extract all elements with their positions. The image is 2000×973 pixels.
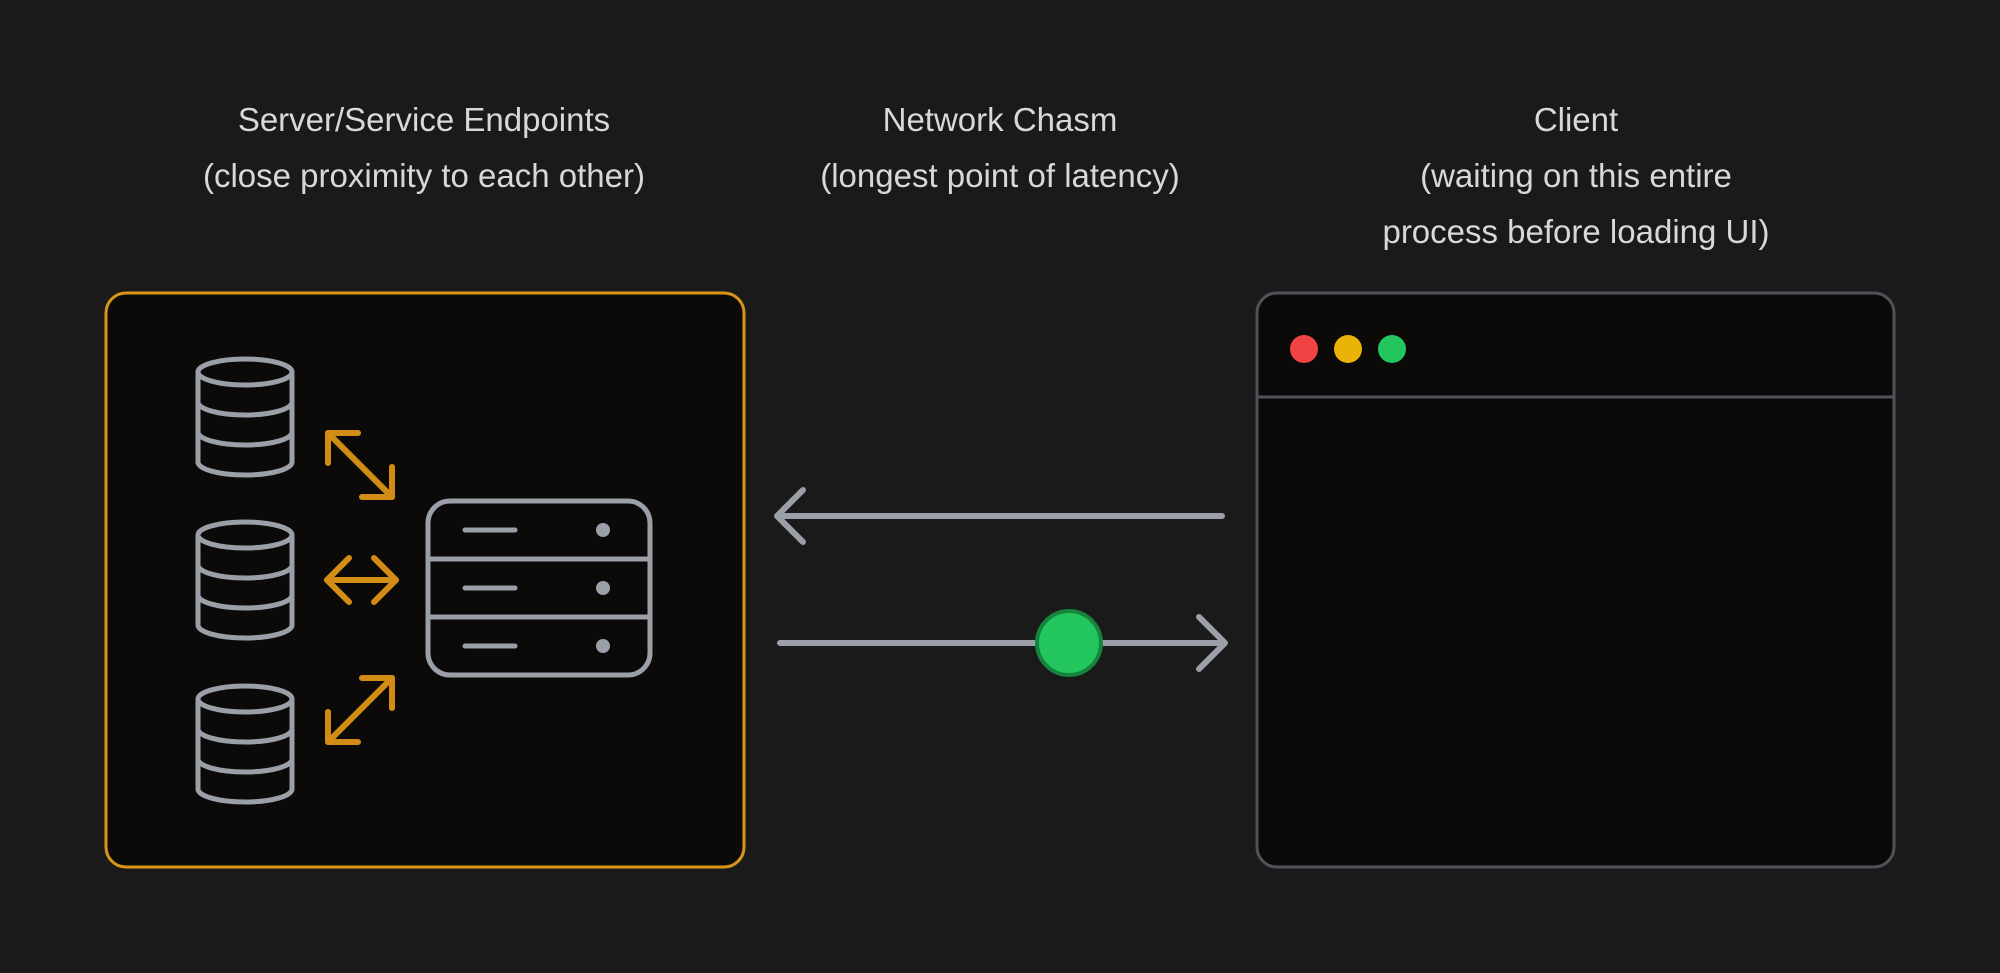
network-chasm-title: Network Chasm bbox=[882, 101, 1118, 138]
client-subtitle-line1: (waiting on this entire bbox=[1420, 157, 1732, 194]
maximize-dot bbox=[1378, 335, 1406, 363]
data-packet-icon bbox=[1035, 609, 1103, 677]
request-arrow-right-icon bbox=[777, 614, 1228, 672]
network-chasm-subtitle: (longest point of latency) bbox=[820, 157, 1180, 194]
client-browser-window bbox=[1255, 291, 1896, 869]
client-title: Client bbox=[1533, 101, 1619, 138]
close-dot bbox=[1290, 335, 1318, 363]
server-endpoints-title: Server/Service Endpoints bbox=[237, 101, 611, 138]
client-subtitle-line2: process before loading UI) bbox=[1382, 213, 1770, 250]
horizontal-double-arrow-icon bbox=[324, 555, 399, 605]
server-endpoints-panel bbox=[104, 291, 746, 869]
server-endpoints-label: Server/Service Endpoints (close proximit… bbox=[124, 92, 724, 204]
network-chasm-label: Network Chasm (longest point of latency) bbox=[700, 92, 1300, 204]
client-label: Client (waiting on this entire process b… bbox=[1276, 92, 1876, 260]
diagonal-down-arrow-icon bbox=[325, 430, 395, 500]
server-endpoints-subtitle: (close proximity to each other) bbox=[202, 157, 645, 194]
response-arrow-left-icon bbox=[774, 487, 1225, 545]
server-rack-icon bbox=[425, 498, 653, 678]
minimize-dot bbox=[1334, 335, 1362, 363]
diagonal-up-arrow-icon bbox=[325, 675, 395, 745]
